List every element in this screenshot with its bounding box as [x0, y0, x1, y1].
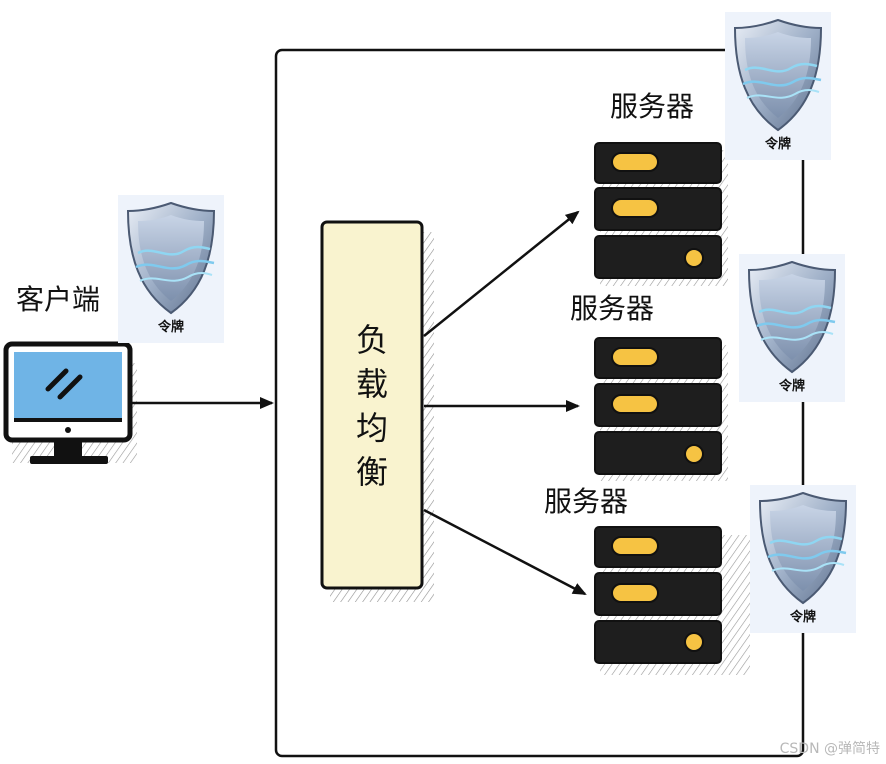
lb-to-server-1-arrow: [423, 210, 580, 337]
token-badge-client: 令牌: [118, 195, 224, 343]
shield-icon: [733, 18, 823, 132]
server-2-rack-icon: [594, 337, 728, 481]
watermark: CSDN @弹简特: [779, 741, 880, 757]
shield-icon: [758, 491, 848, 605]
token-badge-server-2: 令牌: [739, 254, 845, 402]
token-badge-server-1: 令牌: [725, 12, 831, 160]
lb-to-server-3-arrow: [423, 508, 587, 596]
client-monitor-icon: [3, 341, 137, 464]
server-3-rack-icon: [594, 526, 750, 675]
server-1-rack-icon: [594, 142, 728, 286]
shield-icon: [747, 260, 837, 374]
load-balancer-box: [320, 220, 434, 602]
token-label: 令牌: [157, 320, 184, 335]
client-label: 客户端: [16, 283, 101, 316]
token-label: 令牌: [764, 137, 791, 152]
token-badge-server-3: 令牌: [750, 485, 856, 633]
server-1-label: 服务器: [610, 90, 695, 123]
token-label: 令牌: [789, 610, 816, 625]
token-label: 令牌: [778, 379, 805, 394]
shield-icon: [126, 201, 216, 315]
server-cluster-container: [274, 48, 805, 758]
load-balancer-label: 负 载 均 衡: [355, 321, 388, 491]
server-2-label: 服务器: [570, 292, 655, 325]
server-3-label: 服务器: [544, 485, 629, 518]
